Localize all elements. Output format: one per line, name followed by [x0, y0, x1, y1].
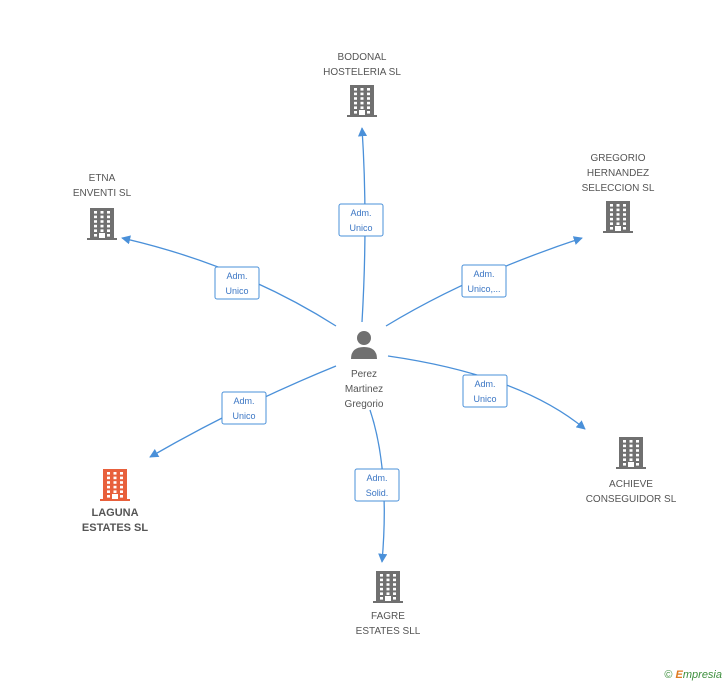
edge-label-box: [221, 391, 267, 425]
edges-layer: [121, 127, 586, 563]
company-name-label: ESTATES SLL: [356, 626, 421, 637]
building-icon: [616, 437, 646, 469]
brand-logo-initial: E: [675, 669, 683, 681]
company-name-label: HOSTELERIA SL: [323, 67, 401, 78]
building-icon: [87, 208, 117, 240]
company-name-label: GREGORIO: [590, 153, 645, 164]
company-node-etna[interactable]: ETNA ENVENTI SL: [73, 173, 132, 240]
edge-labels-layer: Adm.UnicoAdm.UnicoAdm.Unico,...Adm.Unico…: [214, 203, 508, 502]
company-name-label: FAGRE: [371, 611, 405, 622]
edge-label-text: Unico: [225, 286, 248, 296]
company-name-label: ESTATES SL: [82, 522, 148, 534]
edge-label-box: [462, 374, 508, 408]
company-node-bodonal[interactable]: BODONAL HOSTELERIA SL: [323, 52, 401, 117]
copyright-footer: © Empresia: [664, 669, 722, 681]
company-name-label: SELECCION SL: [582, 183, 655, 194]
brand-logo-text: mpresia: [682, 669, 722, 681]
company-name-label: CONSEGUIDOR SL: [586, 494, 677, 505]
edge-label-box: [214, 266, 260, 300]
company-node-achieve[interactable]: ACHIEVE CONSEGUIDOR SL: [586, 437, 677, 505]
edge-label-box: [461, 264, 507, 298]
person-name-label: Martinez: [345, 384, 383, 395]
building-icon: [100, 469, 130, 501]
edge-label-text: Adm.: [474, 379, 495, 389]
company-name-label: BODONAL: [338, 52, 387, 63]
edge-label-text: Adm.: [233, 396, 254, 406]
edge-label-fagre: Adm. Solid.: [354, 468, 400, 502]
edge-label-bodonal: Adm. Unico: [338, 203, 384, 237]
company-node-laguna[interactable]: LAGUNA ESTATES SL: [82, 469, 148, 534]
building-icon: [373, 571, 403, 603]
copyright-symbol: ©: [664, 669, 673, 681]
company-node-fagre[interactable]: FAGRE ESTATES SLL: [356, 571, 421, 637]
company-name-label: ACHIEVE: [609, 479, 653, 490]
edge-label-text: Unico: [349, 223, 372, 233]
edge-label-text: Adm.: [226, 271, 247, 281]
edge-label-box: [354, 468, 400, 502]
building-icon: [347, 85, 377, 117]
edge-label-box: [338, 203, 384, 237]
edge-label-text: Unico: [473, 394, 496, 404]
person-name-label: Gregorio: [345, 399, 384, 410]
edge-label-achieve: Adm. Unico: [462, 374, 508, 408]
edge-label-laguna: Adm. Unico: [221, 391, 267, 425]
person-name-label: Perez: [351, 369, 377, 380]
company-name-label: HERNANDEZ: [587, 168, 649, 179]
edge-label-text: Adm.: [473, 269, 494, 279]
edge-label-text: Adm.: [350, 208, 371, 218]
person-icon: [351, 331, 377, 359]
company-name-label: ENVENTI SL: [73, 188, 132, 199]
edge-label-text: Unico,...: [467, 284, 500, 294]
edge-label-etna: Adm. Unico: [214, 266, 260, 300]
company-node-gregorio-hernandez[interactable]: GREGORIO HERNANDEZ SELECCION SL: [582, 153, 655, 233]
edge-label-gregorio-hernandez: Adm. Unico,...: [461, 264, 507, 298]
company-name-label: ETNA: [89, 173, 116, 184]
building-icon: [603, 201, 633, 233]
edge-label-text: Unico: [232, 411, 255, 421]
edge-label-text: Adm.: [366, 473, 387, 483]
company-name-label: LAGUNA: [91, 507, 138, 519]
edge-label-text: Solid.: [366, 488, 389, 498]
